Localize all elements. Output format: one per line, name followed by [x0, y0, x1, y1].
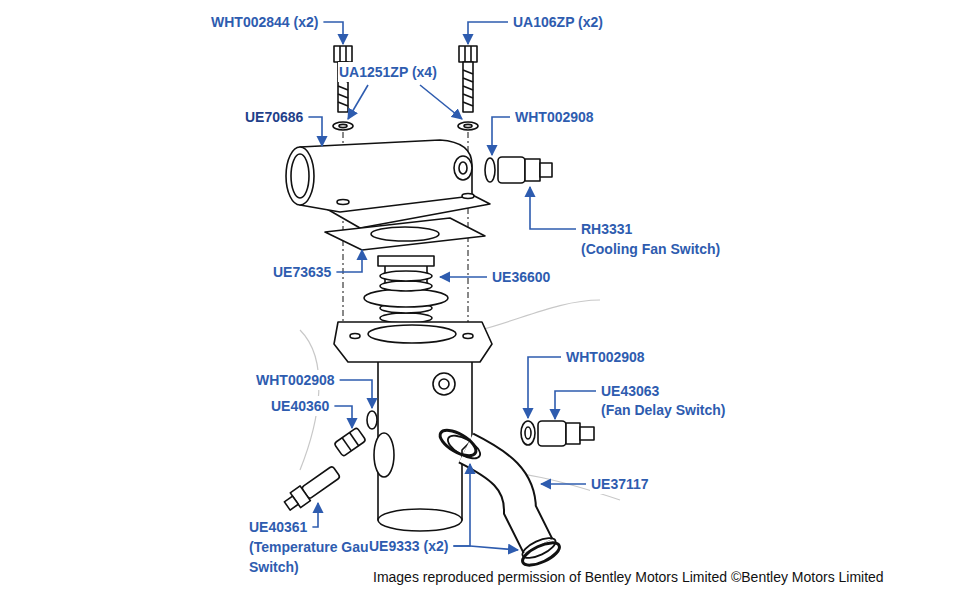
leader-line — [336, 250, 362, 272]
leader-line — [440, 276, 487, 278]
leader-line — [528, 357, 561, 418]
part-number: RH3331 — [580, 219, 633, 239]
part-number: UE40361 — [248, 517, 308, 537]
part-number: UA1251ZP (x4) — [338, 62, 438, 82]
leader-line — [541, 483, 586, 485]
leader-line — [334, 406, 352, 428]
part-number: WHT002908 — [565, 347, 646, 367]
leader-line — [348, 85, 368, 119]
part-number: WHT002844 (x2) — [210, 12, 319, 32]
leader-line — [492, 117, 510, 155]
part-number: UE43063 — [600, 381, 660, 401]
part-description: (Fan Delay Switch) — [600, 400, 726, 420]
leader-line — [312, 503, 318, 527]
part-number: WHT002908 — [255, 370, 336, 390]
leader-line — [530, 187, 576, 229]
part-number: UE37117 — [590, 474, 650, 494]
part-number: UE9333 (x2) — [368, 536, 449, 556]
part-description: (Cooling Fan Switch) — [580, 239, 721, 259]
part-number: UE70686 — [244, 107, 304, 127]
leader-line — [468, 22, 508, 44]
leader-line — [323, 22, 343, 44]
leader-line — [555, 391, 596, 419]
leader-line — [340, 380, 372, 408]
part-number: UE40360 — [270, 396, 330, 416]
part-number: UE36600 — [491, 267, 551, 287]
leader-line — [453, 546, 518, 550]
part-number: UE73635 — [272, 262, 332, 282]
leader-line — [420, 85, 462, 119]
leader-line — [453, 464, 470, 546]
part-number: UA106ZP (x2) — [512, 12, 604, 32]
copyright-note: Images reproduced permission of Bentley … — [372, 567, 885, 587]
part-number: WHT002908 — [514, 107, 595, 127]
leader-line — [308, 117, 322, 146]
